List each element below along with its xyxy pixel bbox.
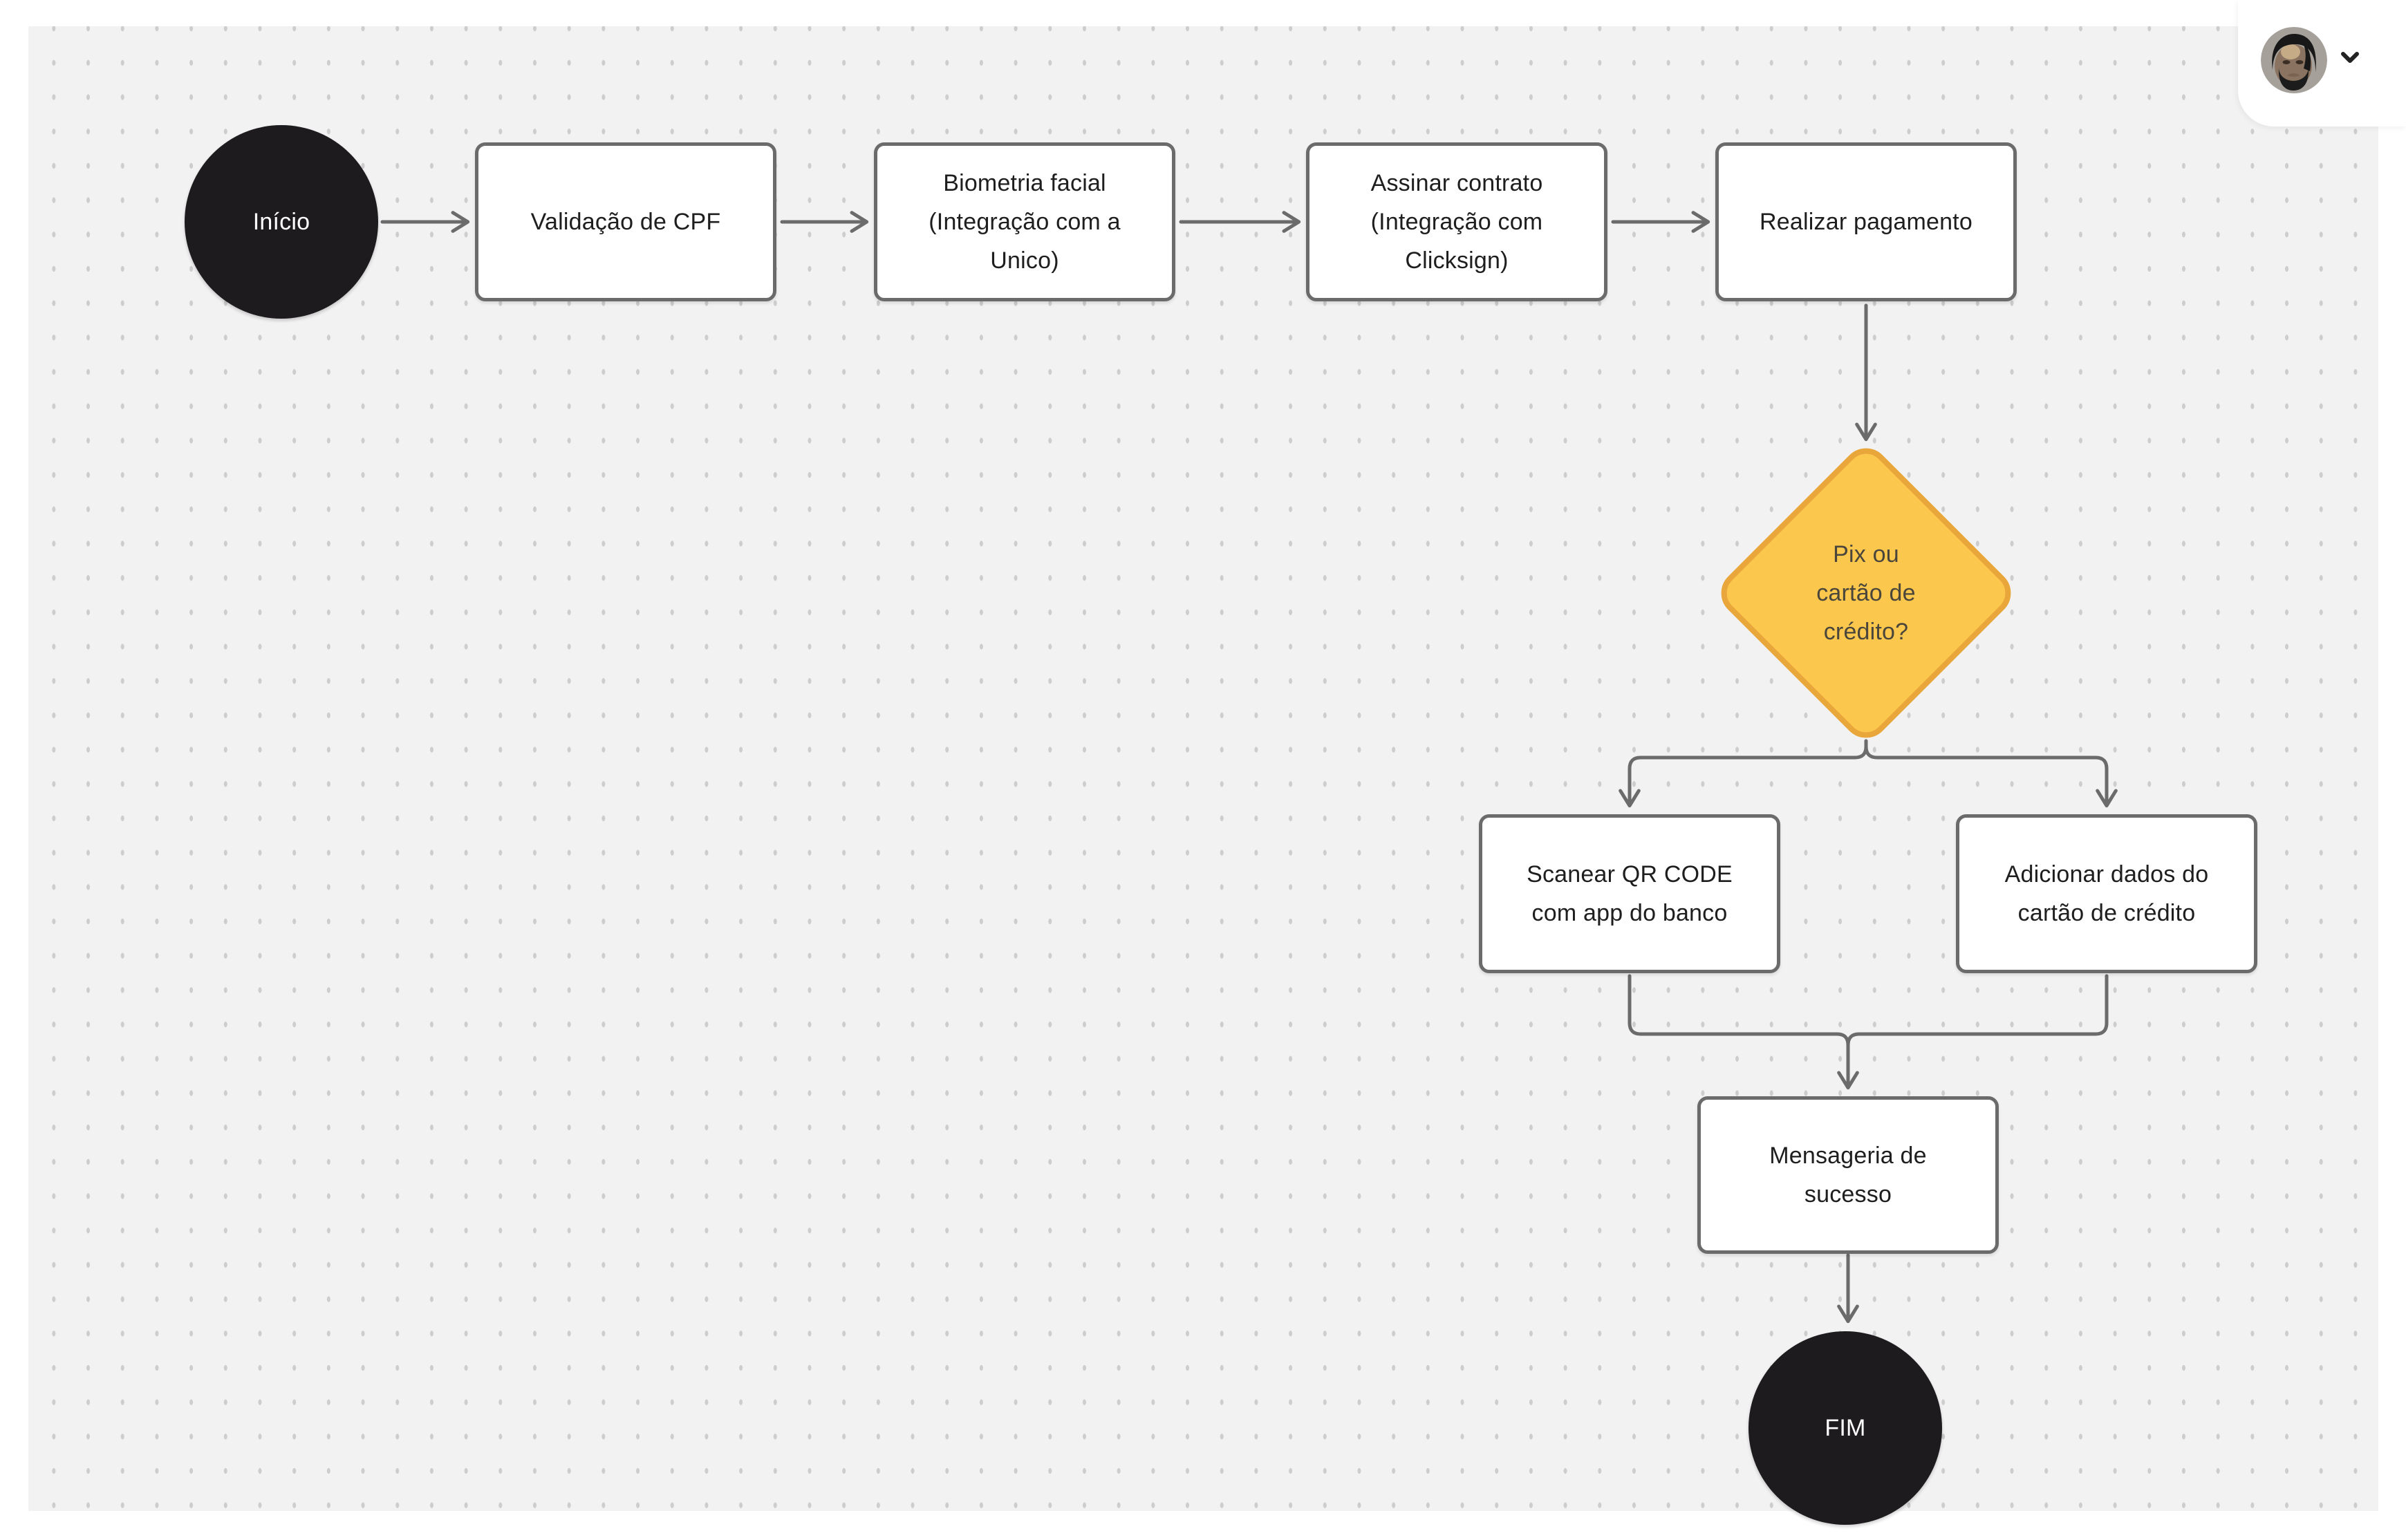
- node-validacao-cpf[interactable]: Validação de CPF: [475, 142, 776, 301]
- node-assinar-contrato[interactable]: Assinar contrato (Integração com Clicksi…: [1306, 142, 1607, 301]
- edge-decisao-cartao[interactable]: [1864, 739, 2118, 808]
- node-label: FIM: [1825, 1415, 1866, 1441]
- edge-qrcode-mensageria[interactable]: [1628, 974, 1859, 1090]
- connector-layer: [380, 211, 2118, 1324]
- node-adicionar-cartao[interactable]: Adicionar dados do cartão de crédito: [1956, 814, 2257, 973]
- node-fim[interactable]: FIM: [1748, 1331, 1942, 1525]
- node-label: Início: [252, 209, 310, 235]
- node-label: Pix ou cartão de crédito?: [1816, 541, 1916, 645]
- node-label: Adicionar dados do cartão de crédito: [2004, 861, 2209, 926]
- node-label: Validação de CPF: [530, 209, 721, 235]
- node-label: Realizar pagamento: [1760, 209, 1973, 235]
- node-label: Biometria facial (Integração com a Unico…: [929, 170, 1121, 274]
- node-decisao-pagamento[interactable]: Pix ou cartão de crédito?: [1748, 500, 1984, 686]
- node-scanear-qrcode[interactable]: Scanear QR CODE com app do banco: [1479, 814, 1780, 973]
- node-label: Assinar contrato (Integração com Clicksi…: [1370, 170, 1543, 274]
- edge-cartao-mensageria[interactable]: [1846, 974, 2109, 1051]
- node-realizar-pagamento[interactable]: Realizar pagamento: [1715, 142, 2017, 301]
- node-biometria-facial[interactable]: Biometria facial (Integração com a Unico…: [874, 142, 1175, 301]
- node-inicio[interactable]: Início: [185, 125, 378, 319]
- user-avatar[interactable]: [2261, 27, 2327, 93]
- node-label: Mensageria de sucesso: [1769, 1143, 1927, 1208]
- board-canvas[interactable]: Início Validação de CPF Biometria facial…: [28, 26, 2378, 1525]
- account-panel: [2238, 0, 2406, 126]
- chevron-down-icon[interactable]: [2339, 50, 2361, 66]
- node-label: Scanear QR CODE com app do banco: [1527, 861, 1733, 926]
- edge-decisao-qrcode[interactable]: [1619, 739, 1868, 808]
- node-mensageria-sucesso[interactable]: Mensageria de sucesso: [1697, 1096, 1999, 1254]
